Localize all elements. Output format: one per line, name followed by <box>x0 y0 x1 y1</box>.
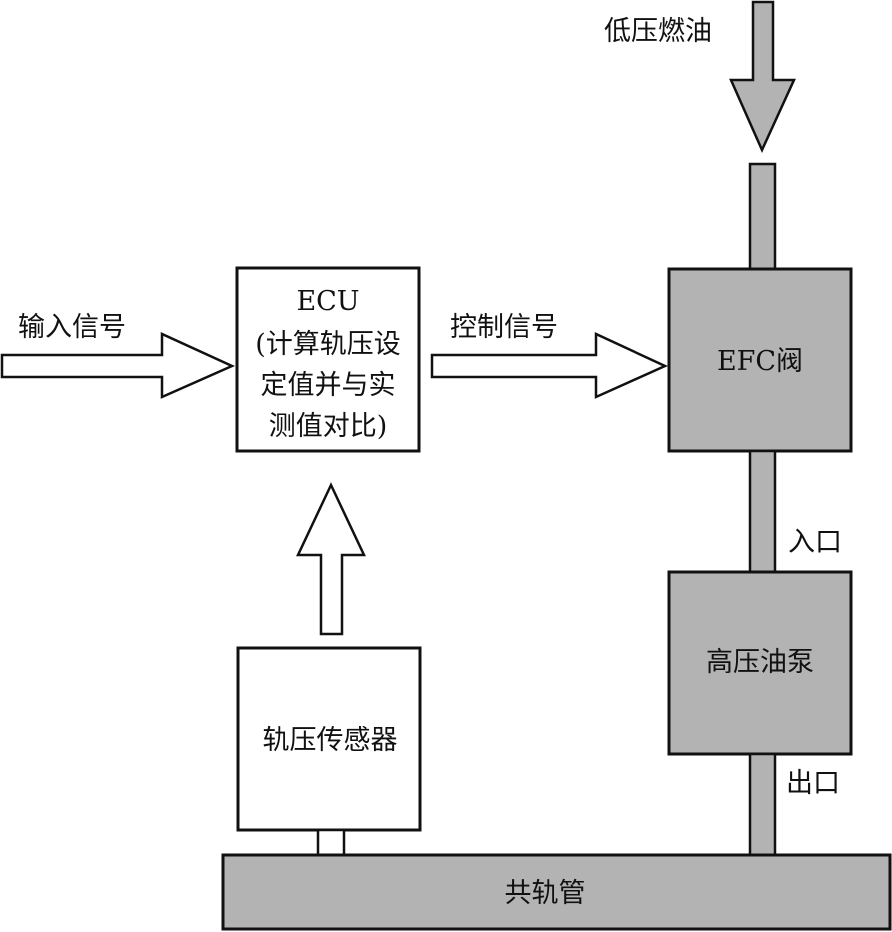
rail-sensor-box <box>236 646 422 832</box>
low-pressure-fuel-arrow <box>729 0 796 154</box>
high-pressure-pump-box <box>667 570 853 756</box>
ecu-desc-line-2: 定值并与实 <box>261 370 396 401</box>
input-signal-label: 输入信号 <box>18 312 126 343</box>
outlet-label: 出口 <box>786 768 840 799</box>
efc-valve-box <box>667 267 853 453</box>
ecu-desc-line-3: 测值对比) <box>269 411 388 442</box>
sensor-stem <box>316 828 346 857</box>
ecu-box <box>235 266 421 453</box>
control-signal-arrow <box>430 332 669 399</box>
sensor-feedback-arrow <box>296 482 366 636</box>
valve-to-pump-pipe <box>748 449 777 574</box>
pump-to-rail-pipe <box>748 752 777 857</box>
fuel-inlet-pipe <box>748 162 777 272</box>
ecu-desc-line-1: (计算轨压设 <box>255 329 401 360</box>
rail-sensor-label: 轨压传感器 <box>263 725 398 756</box>
input-signal-arrow <box>0 332 236 399</box>
high-pressure-pump-label: 高压油泵 <box>706 647 814 678</box>
efc-valve-label: EFC阀 <box>717 346 803 377</box>
ecu-title: ECU <box>296 286 359 317</box>
common-rail-label: 共轨管 <box>505 878 586 909</box>
control-signal-label: 控制信号 <box>450 312 558 343</box>
low-pressure-fuel-label: 低压燃油 <box>604 16 712 47</box>
common-rail-box <box>221 853 892 931</box>
inlet-label: 入口 <box>788 527 842 558</box>
